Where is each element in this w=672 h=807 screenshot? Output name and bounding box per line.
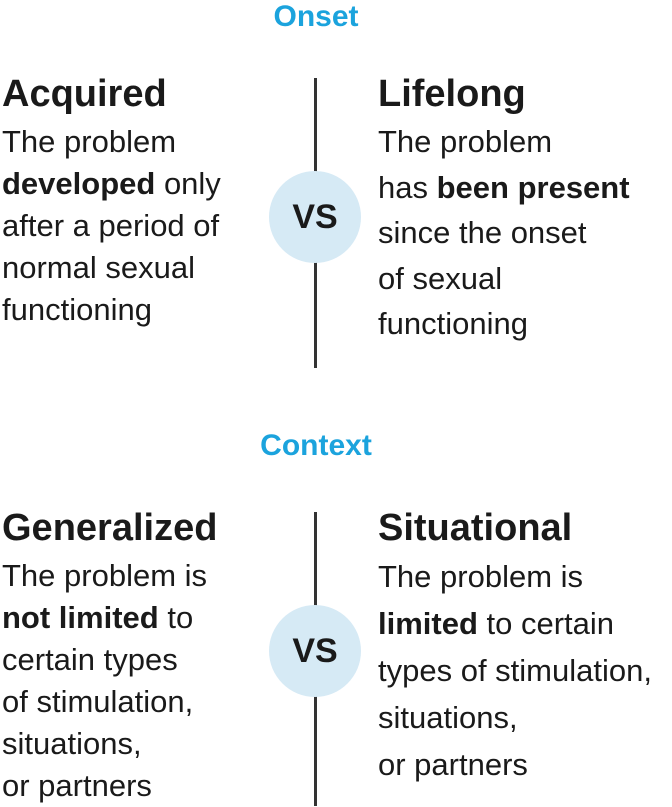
description-situational: The problem is limited to certain types of…: [378, 553, 672, 788]
text-run: situations,: [2, 726, 142, 761]
description-line: The problem is: [2, 555, 264, 597]
description-line: or partners: [2, 765, 264, 807]
text-run: of stimulation,: [2, 684, 194, 719]
text-run: or partners: [2, 768, 152, 803]
description-line: The problem: [378, 119, 672, 165]
text-run: has: [378, 169, 437, 205]
heading-acquired: Acquired: [2, 73, 167, 115]
emphasized-text: been present: [436, 169, 630, 205]
description-line: developed only: [2, 163, 264, 205]
text-run: of sexual: [378, 260, 503, 296]
heading-situational: Situational: [378, 507, 573, 549]
text-run: to: [158, 600, 194, 635]
description-line: functioning: [2, 289, 264, 331]
text-run: The problem: [378, 124, 553, 159]
text-run: The problem is: [378, 559, 584, 594]
column-generalized: Generalized The problem is not limited to…: [2, 506, 264, 807]
description-line: situations,: [2, 723, 264, 765]
vs-badge: VS: [269, 605, 361, 697]
description-line: after a period of: [2, 205, 264, 247]
emphasized-text: not limited: [2, 600, 159, 635]
section-title-context: Context: [260, 429, 372, 462]
text-run: normal sexual: [2, 250, 195, 285]
description-line: situations,: [378, 694, 672, 741]
description-line: since the onset: [378, 210, 672, 256]
text-run: functioning: [2, 292, 152, 327]
text-run: only: [155, 166, 221, 201]
description-line: not limited to: [2, 597, 264, 639]
description-line: certain types: [2, 639, 264, 681]
description-line: of sexual: [378, 256, 672, 302]
text-run: to certain: [477, 606, 615, 641]
text-run: types of stimulation,: [378, 653, 652, 688]
description-line: types of stimulation,: [378, 647, 672, 694]
description-line: limited to certain: [378, 600, 672, 647]
text-run: The problem: [2, 124, 177, 159]
vs-label: VS: [292, 631, 338, 670]
description-line: normal sexual: [2, 247, 264, 289]
text-run: functioning: [378, 306, 528, 341]
text-run: or partners: [378, 747, 528, 782]
text-run: since the onset: [378, 215, 587, 250]
description-line: or partners: [378, 741, 672, 788]
description-line: functioning: [378, 301, 672, 347]
text-run: after a period of: [2, 208, 220, 243]
vs-badge: VS: [269, 171, 361, 263]
description-lifelong: The problem has been present since the ons…: [378, 119, 672, 347]
text-run: situations,: [378, 700, 518, 735]
column-situational: Situational The problem is limited to cer…: [378, 506, 672, 788]
description-line: of stimulation,: [2, 681, 264, 723]
emphasized-text: limited: [378, 606, 478, 641]
heading-lifelong: Lifelong: [378, 73, 526, 115]
description-line: has been present: [378, 165, 672, 211]
text-run: certain types: [2, 642, 178, 677]
heading-generalized: Generalized: [2, 507, 218, 549]
text-run: The problem is: [2, 558, 208, 593]
description-line: The problem: [2, 121, 264, 163]
vs-label: VS: [292, 197, 338, 236]
section-title-onset: Onset: [273, 0, 359, 33]
column-lifelong: Lifelong The problem has been present sinc…: [378, 72, 672, 347]
description-line: The problem is: [378, 553, 672, 600]
emphasized-text: developed: [2, 166, 156, 201]
